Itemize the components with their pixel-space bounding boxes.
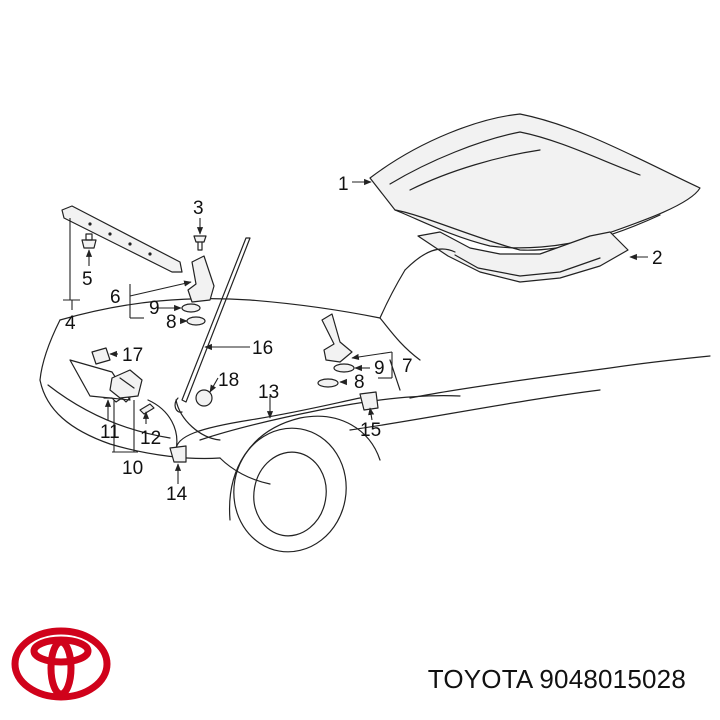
callout-12: 12 (140, 428, 161, 449)
callout-2: 2 (652, 248, 663, 269)
callout-4: 4 (65, 313, 76, 334)
hood-insulator (417, 231, 629, 283)
callout-14: 14 (166, 484, 188, 505)
callout-8-right: 8 (354, 372, 365, 393)
callout-5: 5 (82, 269, 93, 290)
callout-1: 1 (338, 174, 349, 195)
callout-6: 6 (110, 287, 121, 308)
callout-17: 17 (122, 345, 143, 366)
grommet (195, 389, 213, 407)
part-number-caption: TOYOTA 9048015028 (427, 664, 686, 694)
left-hood-hinge (181, 255, 215, 326)
leader-lines (63, 178, 648, 484)
callout-10: 10 (122, 458, 143, 479)
callout-8-left: 8 (166, 312, 177, 333)
release-cable (147, 397, 361, 451)
callout-9-left: 9 (149, 298, 160, 319)
callout-15: 15 (360, 420, 381, 441)
cable-bracket (169, 445, 187, 463)
callout-9-right: 9 (374, 358, 385, 379)
release-lever (139, 403, 155, 415)
latch-spring (103, 397, 131, 403)
bolt (193, 235, 207, 251)
callout-13: 13 (258, 382, 279, 403)
callout-16: 16 (252, 338, 273, 359)
release-handle (359, 391, 379, 411)
callout-11: 11 (100, 422, 120, 443)
callout-labels: 1 2 3 4 5 6 7 8 8 9 9 10 11 12 13 14 15 … (65, 174, 663, 505)
vehicle-body (39, 248, 711, 553)
callout-3: 3 (193, 198, 204, 219)
callout-7: 7 (402, 356, 413, 377)
seal-clip (81, 233, 97, 249)
hood-seal (61, 205, 183, 273)
hood-panel (369, 113, 701, 251)
hood-cushion (91, 347, 111, 365)
hood-lock (109, 369, 143, 399)
callout-18: 18 (218, 370, 239, 391)
toyota-logo-icon (11, 627, 111, 701)
right-hood-hinge (317, 313, 355, 388)
